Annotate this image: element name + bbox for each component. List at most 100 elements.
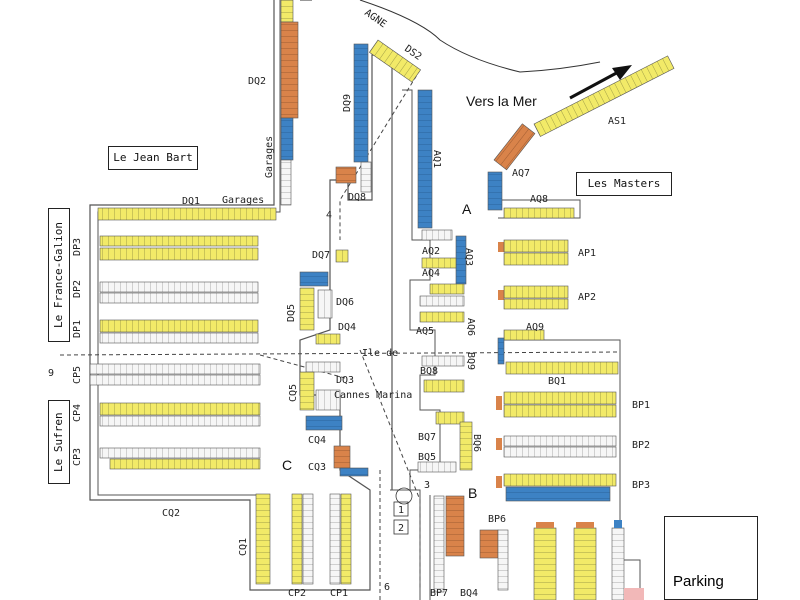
coastline	[359, 0, 601, 73]
building-jean-bart-label: Le Jean Bart	[113, 151, 193, 164]
label-cp2: CP2	[288, 588, 306, 599]
buoy-marker	[395, 487, 413, 505]
label-aq3: AQ3	[463, 248, 474, 266]
berth-south-2-top	[576, 522, 594, 528]
berth-cp2-grey	[302, 493, 314, 585]
label-bq9: BQ9	[465, 352, 476, 370]
berth-cp1-yellow	[340, 493, 352, 585]
berth-south-3-top	[614, 520, 622, 528]
berth-bp2-bottom	[503, 446, 617, 458]
berth-aq8	[503, 207, 575, 219]
dashed-boundary-1	[59, 351, 621, 356]
berth-bp3-orange	[496, 476, 502, 488]
berth-cp3-bottom	[109, 458, 261, 470]
label-num-3: 3	[424, 480, 430, 491]
berth-dq7	[335, 249, 349, 263]
berth-bq4-grey	[497, 529, 509, 591]
building-masters: Les Masters	[576, 172, 672, 196]
berth-dq6-blue	[299, 271, 329, 287]
label-dp1: DP1	[72, 320, 83, 338]
berth-ds2	[368, 39, 422, 83]
label-cq5: CQ5	[288, 384, 299, 402]
berth-aq5	[429, 283, 465, 295]
label-cq2: CQ2	[162, 508, 180, 519]
box-1	[393, 501, 409, 517]
label-aq7: AQ7	[512, 168, 530, 179]
berth-bp1-top	[503, 391, 617, 405]
berth-ap1-bottom	[503, 252, 569, 266]
berth-bp1-orange	[496, 396, 502, 410]
label-num-4: 4	[326, 210, 332, 221]
berth-dp2-bottom	[99, 292, 259, 304]
berth-bq1	[505, 361, 619, 375]
berth-bq8	[423, 379, 465, 393]
label-zone-c: C	[282, 457, 292, 473]
label-cq3: CQ3	[308, 462, 326, 473]
label-num-6: 6	[384, 582, 390, 593]
berth-as1	[533, 55, 675, 137]
label-isle-1: Ile de	[362, 348, 398, 359]
label-road: AGNE	[362, 7, 388, 30]
label-aq5: AQ5	[416, 326, 434, 337]
berth-cq1	[255, 493, 271, 585]
label-dq4: DQ4	[338, 322, 356, 333]
label-dq5: DQ5	[286, 304, 297, 322]
berth-bq7	[435, 411, 465, 425]
label-zone-b: B	[468, 485, 477, 501]
label-dq1: DQ1	[182, 196, 200, 207]
berth-dq2-orange	[280, 21, 299, 119]
berth-bp2-top	[503, 435, 617, 447]
berth-bp2-orange	[496, 438, 502, 450]
building-masters-label: Les Masters	[587, 177, 661, 190]
berth-cp3-top	[99, 447, 261, 459]
label-bq8: BQ8	[420, 366, 438, 377]
berth-bp6-orange-2	[479, 529, 499, 559]
berth-bq6	[459, 421, 473, 471]
berth-bp3-blue	[505, 486, 611, 502]
berth-aq7-blue	[487, 171, 503, 211]
berth-dq2-blue	[280, 117, 294, 161]
berth-dq9-grey	[360, 161, 372, 193]
berth-dq6-grey	[317, 289, 333, 319]
berth-aq9-blue	[497, 337, 505, 365]
label-num-2: 2	[398, 523, 404, 534]
berth-cp5-bottom	[89, 374, 261, 386]
building-sufren: Le Sufren	[48, 400, 70, 484]
berth-dq2-grey	[280, 159, 292, 206]
label-bp2: BP2	[632, 440, 650, 451]
label-cp1: CP1	[330, 588, 348, 599]
label-bp6: BP6	[488, 514, 506, 525]
label-cq1: CQ1	[238, 538, 249, 556]
label-isle-2: Cannes Marina	[334, 390, 412, 401]
berth-south-1	[533, 527, 557, 600]
berth-ap2-top	[503, 285, 569, 299]
building-france-galion-label: Le France-Galion	[52, 222, 65, 328]
berth-ap1-top	[503, 239, 569, 253]
berth-bp3-yellow	[503, 473, 617, 487]
parking-label: Parking	[673, 573, 724, 590]
berth-dq4	[315, 333, 341, 345]
berth-dq5-yellow	[299, 287, 315, 331]
berth-cp1-grey	[329, 493, 341, 585]
berth-cq3-orange	[333, 445, 351, 469]
berth-dq3	[305, 361, 341, 373]
dashed-boundary-2	[259, 354, 346, 379]
berth-aq9	[503, 329, 545, 341]
berth-dp1-bottom	[99, 332, 259, 344]
berth-dp3-top	[99, 235, 259, 247]
berth-cp2-yellow	[291, 493, 303, 585]
label-dq3: DQ3	[336, 375, 354, 386]
dashed-boundary-3	[339, 69, 421, 240]
label-as1: AS1	[608, 116, 626, 127]
label-sea-direction: Vers la Mer	[466, 93, 537, 109]
berth-south-1-top	[536, 522, 554, 528]
berth-aq1-blue	[417, 89, 433, 229]
berth-bq9-grey	[421, 355, 465, 367]
berth-dp1-top	[99, 319, 259, 333]
label-aq1: AQ1	[431, 150, 442, 168]
berth-south-2	[573, 527, 597, 600]
label-ap1: AP1	[578, 248, 596, 259]
berth-bp1-bottom	[503, 404, 617, 418]
berth-cq5	[299, 371, 315, 411]
